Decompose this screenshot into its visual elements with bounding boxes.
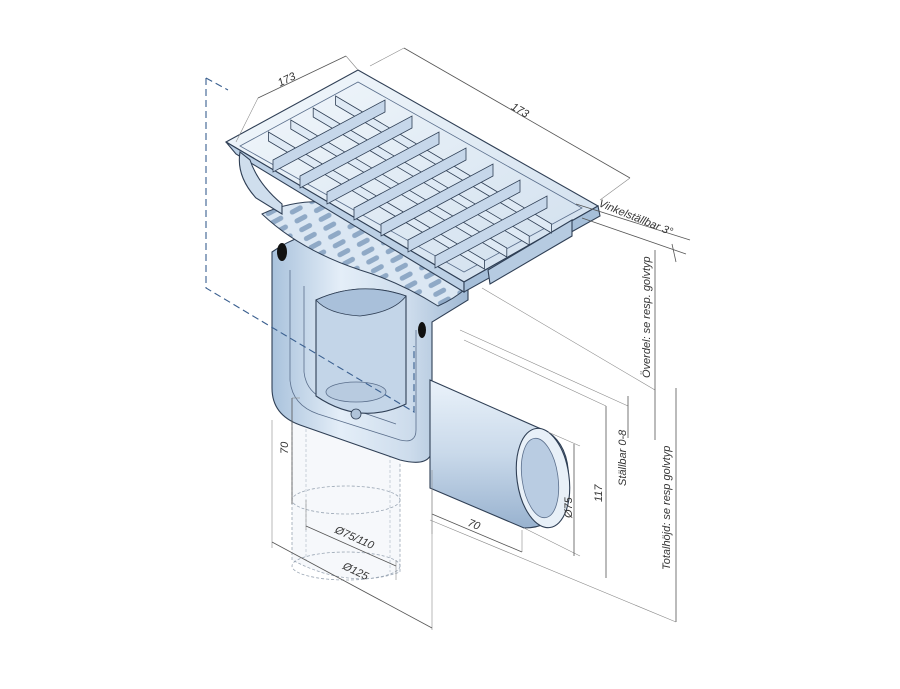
grate-cross-bar [353,147,467,221]
seal-left [277,243,287,261]
grate-cross-bar [380,163,494,237]
label-bottom-height: 70 [279,441,291,454]
dimension-lines [235,47,691,630]
label-grate-length: 173 [509,101,532,121]
side-outlet-pipe [429,379,571,529]
label-grate-width: 173 [276,70,299,89]
seal-right [418,322,426,338]
grate-bars [267,95,552,270]
label-outlet-diameter: Ø75 [563,496,575,519]
grate-cross-bar [299,115,413,189]
section-line [205,77,415,413]
label-adjustable: Ställbar 0-8 [617,429,629,486]
label-top-part: Överdel: se resp. golvtyp [641,256,653,378]
label-tilt: Vinkelställbar 3° [597,198,675,239]
label-outlet-height: 117 [593,484,605,502]
grate-cross-bar [272,99,386,173]
label-outlet-length: 70 [466,517,483,533]
grate-cross-bar [326,131,440,205]
grate-cross-bar [407,179,521,253]
label-total-height: Totalhöjd: se resp golvtyp [661,446,673,570]
grate-cross-bar [434,195,548,269]
